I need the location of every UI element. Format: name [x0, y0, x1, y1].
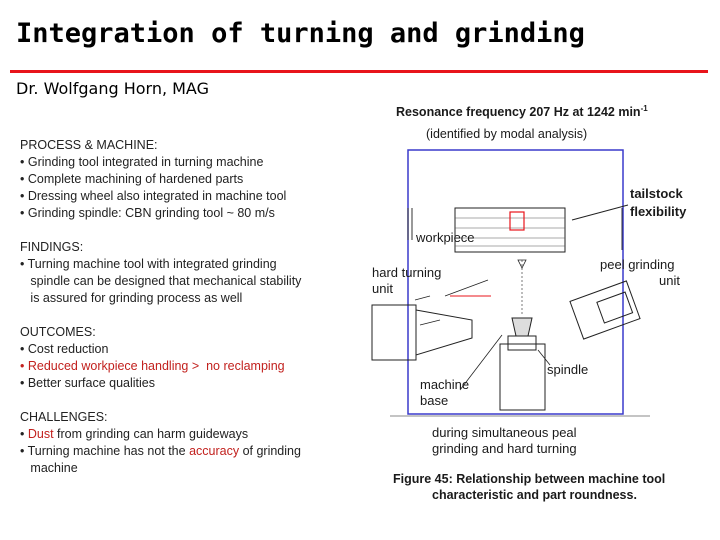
challenges-bullet: • [20, 427, 28, 441]
challenges-item: • Dust from grinding can harm guideways [20, 426, 350, 443]
process-item: • Grinding spindle: CBN grinding tool ~ … [20, 206, 275, 220]
spindle-label: spindle [547, 362, 589, 377]
outcomes-item: • Better surface qualities [20, 376, 155, 390]
challenges-text: from grinding can harm guideways [53, 427, 249, 441]
hard-turning-label: hard turning [372, 265, 442, 280]
challenges-heading: CHALLENGES: [20, 410, 108, 424]
findings-item: spindle can be designed that mechanical … [20, 274, 302, 288]
title-divider [10, 70, 708, 73]
outcomes-item: • Cost reduction [20, 342, 109, 356]
peel-grinding-label: peel grinding [600, 257, 675, 272]
process-item: • Grinding tool integrated in turning ma… [20, 155, 264, 169]
challenges-text: of grinding [239, 444, 301, 458]
challenges-item: machine [20, 461, 78, 475]
workpiece-label: workpiece [416, 230, 475, 245]
tailstock-label: tailstock [630, 186, 683, 201]
findings-item: • Turning machine tool with integrated g… [20, 257, 277, 271]
workpiece-marker [509, 211, 525, 231]
flexibility-label: flexibility [630, 204, 687, 219]
machine-frame [407, 149, 624, 415]
findings-section: FINDINGS: • Turning machine tool with in… [20, 239, 350, 307]
outcomes-item-highlight: • Reduced workpiece handling > no reclam… [20, 359, 285, 373]
base-label: base [420, 393, 449, 408]
figure-caption-1: Figure 45: Relationship between machine … [393, 472, 666, 486]
machine-label: machine [420, 377, 470, 392]
content-column: PROCESS & MACHINE: • Grinding tool integ… [20, 137, 350, 494]
process-item: • Complete machining of hardened parts [20, 172, 244, 186]
challenges-section: CHALLENGES: • Dust from grinding can har… [20, 409, 350, 477]
process-item: • Dressing wheel also integrated in mach… [20, 189, 287, 203]
process-heading: PROCESS & MACHINE: [20, 138, 158, 152]
modal-analysis-label: (identified by modal analysis) [426, 127, 588, 141]
workpiece-shape [454, 207, 566, 253]
resonance-label: Resonance frequency 207 Hz at 1242 min-1 [396, 104, 648, 120]
machine-diagram-graphic [371, 149, 650, 417]
during-label-1: during simultaneous peal [432, 425, 577, 440]
findings-heading: FINDINGS: [20, 240, 84, 254]
page-title: Integration of turning and grinding [16, 18, 585, 49]
challenges-item: • Turning machine has not the accuracy o… [20, 443, 350, 460]
during-label-2: grinding and hard turning [432, 441, 577, 456]
spindle-tool [511, 317, 533, 337]
machine-base-shape [499, 343, 546, 411]
author-line: Dr. Wolfgang Horn, MAG [16, 79, 209, 98]
findings-item: is assured for grinding process as well [20, 291, 243, 305]
unit-left-label: unit [372, 281, 393, 296]
challenges-text: • Turning machine has not the [20, 444, 190, 458]
peel-grinding-unit-shape [569, 280, 641, 340]
hard-turning-unit-shape [371, 304, 417, 361]
unit-right-label: unit [659, 273, 680, 288]
outcomes-heading: OUTCOMES: [20, 325, 96, 339]
machine-diagram: Resonance frequency 207 Hz at 1242 min-1… [360, 100, 710, 510]
process-section: PROCESS & MACHINE: • Grinding tool integ… [20, 137, 350, 222]
outcomes-section: OUTCOMES: • Cost reduction • Reduced wor… [20, 324, 350, 392]
figure-caption-2: characteristic and part roundness. [432, 488, 637, 502]
dust-highlight: Dust [27, 427, 54, 441]
accuracy-highlight: accuracy [189, 444, 240, 458]
